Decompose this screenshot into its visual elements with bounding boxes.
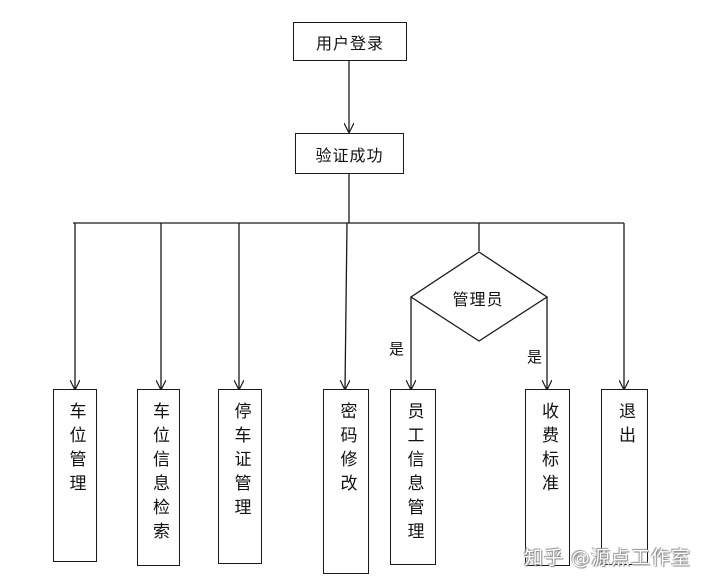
yes-label-left: 是	[389, 340, 405, 358]
edge-to-password-change	[345, 222, 347, 389]
admin-decision-diamond	[409, 251, 549, 342]
parking-space-mgmt-label: 车位管理	[65, 402, 86, 498]
login-label: 用户登录	[315, 33, 384, 53]
logout-node: 退出	[601, 389, 648, 565]
parking-space-search-node: 车位信息检索	[137, 389, 180, 566]
employee-info-mgmt-label: 员工信息管理	[403, 402, 424, 546]
login-node: 用户登录	[293, 22, 407, 61]
password-change-node: 密码修改	[323, 389, 369, 574]
logout-label: 退出	[615, 402, 635, 450]
employee-info-mgmt-node: 员工信息管理	[390, 389, 436, 565]
verify-label: 验证成功	[315, 145, 384, 165]
zhihu-watermark: 知乎 @源点工作室	[524, 547, 692, 569]
parking-space-search-label: 车位信息检索	[149, 402, 169, 546]
parking-permit-mgmt-label: 停车证管理	[230, 402, 251, 522]
fee-standard-label: 收费标准	[538, 402, 558, 498]
verify-node: 验证成功	[295, 133, 404, 174]
password-change-label: 密码修改	[336, 402, 357, 498]
parking-space-mgmt-node: 车位管理	[53, 389, 97, 562]
admin-decision-label: 管理员	[452, 290, 504, 309]
fee-standard-node: 收费标准	[525, 389, 570, 566]
yes-label-right: 是	[527, 348, 543, 366]
parking-permit-mgmt-node: 停车证管理	[218, 389, 262, 564]
